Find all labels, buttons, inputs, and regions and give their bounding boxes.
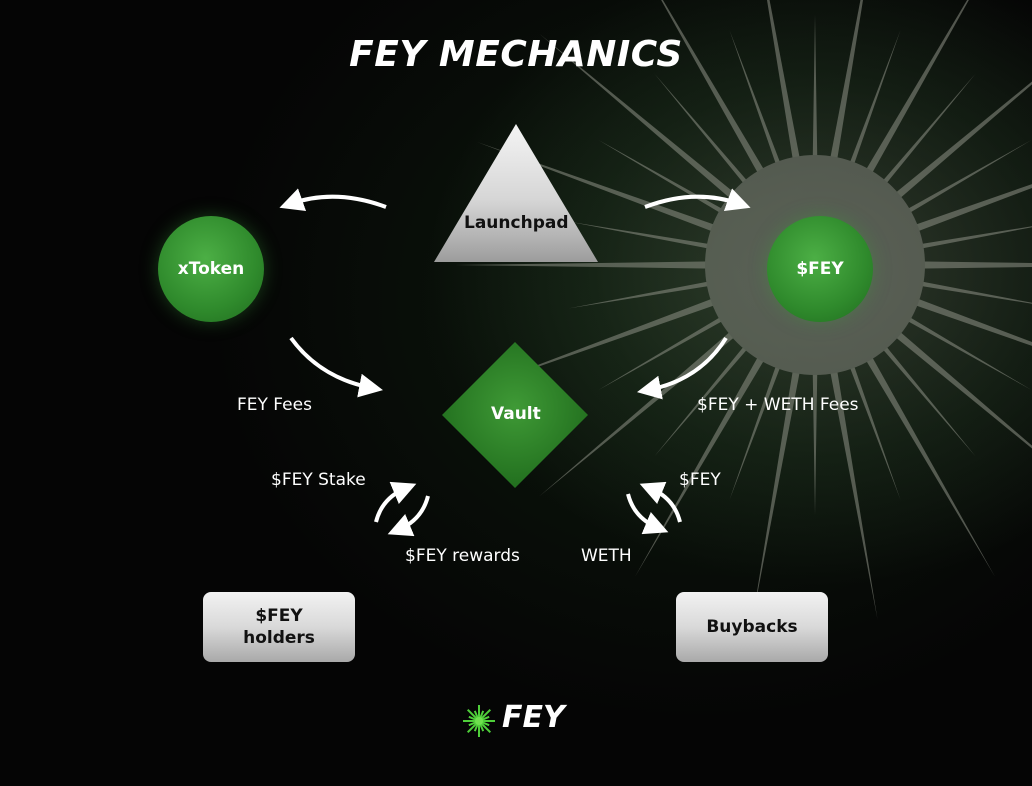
burst-ray (766, 0, 809, 207)
burst-ray (821, 0, 864, 207)
arrow-xtoken-to-vault (289, 336, 383, 398)
arrow-fey-up (639, 481, 682, 523)
fey-fees-label: FEY Fees (237, 395, 312, 415)
starburst-icon (463, 705, 495, 737)
burst-ray (752, 323, 809, 620)
launchpad-triangle (434, 124, 598, 262)
fey-stake-label: $FEY Stake (271, 470, 366, 490)
arrow-weth-down (626, 493, 669, 535)
fey-out-label: $FEY (679, 470, 721, 490)
vault-label: Vault (491, 404, 541, 424)
vault-diamond (442, 342, 588, 488)
xtoken-node: xToken (158, 216, 264, 322)
burst-ray (661, 0, 789, 216)
arrow-stake-up (374, 481, 417, 523)
burst-ray (841, 0, 969, 216)
burst-ray (841, 314, 995, 577)
fey-token-label: $FEY (796, 259, 844, 279)
fey-holders-line1: $FEY (255, 606, 303, 626)
arrow-launchpad-to-fey (644, 188, 751, 212)
burst-ray (858, 300, 1032, 449)
burst-ray (476, 141, 761, 249)
fey-token-node: $FEY (767, 216, 873, 322)
burst-ray (539, 33, 772, 230)
burst-ray (858, 81, 1032, 230)
buybacks-box: Buybacks (676, 592, 828, 662)
arrow-launchpad-to-xtoken (279, 188, 387, 212)
burst-ray (635, 314, 789, 577)
fey-rewards-label: $FEY rewards (405, 546, 520, 566)
fey-holders-box: $FEY holders (203, 592, 355, 662)
page-title: FEY MECHANICS (349, 34, 683, 75)
burst-ray (821, 323, 878, 620)
arrow-fey-to-vault (637, 336, 728, 400)
buybacks-label: Buybacks (706, 617, 798, 637)
fey-holders-line2: holders (243, 628, 315, 648)
burst-ray (476, 281, 761, 389)
fey-logo-text: FEY (502, 700, 565, 735)
xtoken-label: xToken (177, 259, 245, 279)
arrow-rewards-down (387, 495, 430, 537)
fey-weth-fees-label: $FEY + WETH Fees (697, 395, 859, 415)
logo-core (475, 717, 483, 725)
weth-label: WETH (581, 546, 632, 566)
burst-ray (455, 260, 756, 270)
launchpad-label: Launchpad (464, 213, 569, 233)
